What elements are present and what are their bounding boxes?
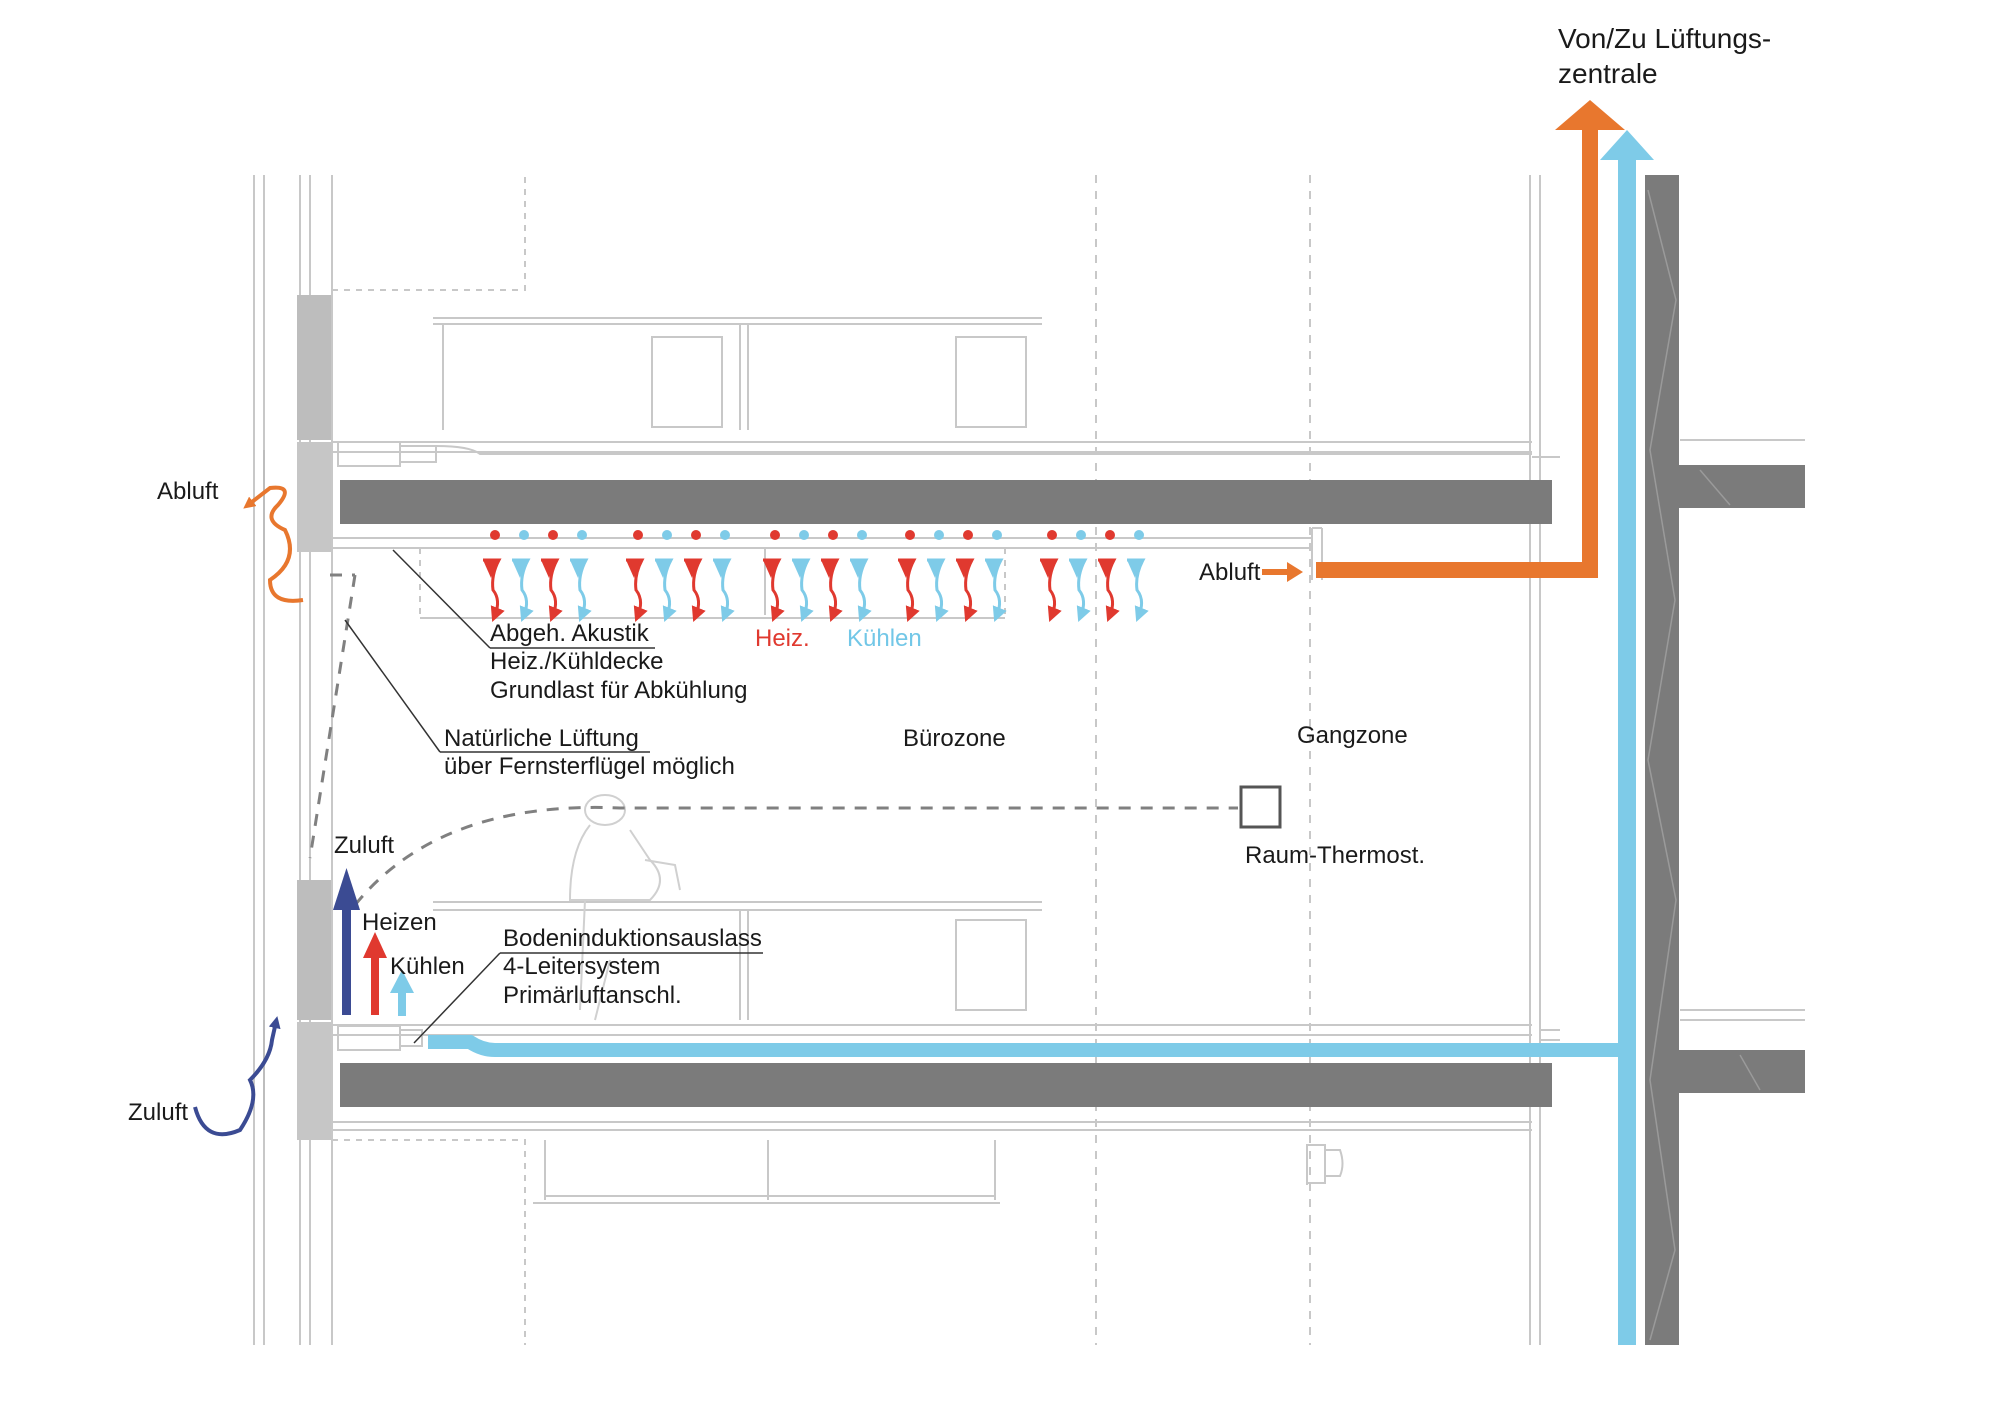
emitter-dot (519, 530, 529, 540)
facade (263, 295, 331, 1140)
emitter-arrow-head (655, 560, 671, 578)
exhaust-duct (1316, 100, 1625, 578)
label-floor-2: 4-Leitersystem (503, 953, 660, 980)
label-top-right-2: zentrale (1558, 58, 1658, 89)
emitter-arrow-head (1069, 560, 1085, 578)
emitter-arrow-head (1127, 560, 1143, 578)
square-icon (1239, 785, 1282, 829)
emitter-arrow-head (985, 560, 1001, 578)
abluft-intake-arrow (1262, 562, 1303, 582)
control-lines (308, 573, 1238, 906)
label-floor-3: Primärluftanschl. (503, 982, 682, 1009)
label-kuehlen-ceiling: Kühlen (847, 625, 922, 652)
floor-induction-arrows (333, 868, 414, 1016)
emitter-dot (934, 530, 944, 540)
emitter-arrow-head (763, 560, 779, 578)
emitter-dot (720, 530, 730, 540)
label-top-right-1: Von/Zu Lüftungs- (1558, 23, 1771, 54)
emitter-arrow-head (1040, 560, 1056, 578)
person-silhouette-icon (568, 794, 681, 1021)
label-ceiling-1: Abgeh. Akustik (490, 620, 650, 647)
floor-slabs (340, 175, 1805, 1345)
emitter-dot (691, 530, 701, 540)
emitter-dot (548, 530, 558, 540)
label-kuehlen-floor: Kühlen (390, 953, 465, 980)
emitter-dot (662, 530, 672, 540)
exhaust-up-arrow (1555, 100, 1625, 130)
emitter-dot (992, 530, 1002, 540)
emitter-arrow-head (1098, 560, 1114, 578)
label-zuluft-top: Zuluft (334, 832, 394, 859)
emitter-dot (633, 530, 643, 540)
emitter-arrow-head (898, 560, 914, 578)
label-natural-2: über Fernsterflügel möglich (444, 753, 735, 780)
upper-slab (340, 480, 1552, 524)
emitter-arrow-head (541, 560, 557, 578)
label-buerozone: Bürozone (903, 725, 1006, 752)
emitter-arrow-head (927, 560, 943, 578)
emitter-arrow-head (684, 560, 700, 578)
emitter-dot (770, 530, 780, 540)
core-column (1645, 175, 1679, 1345)
emitter-dot (857, 530, 867, 540)
emitter-arrow-head (713, 560, 729, 578)
label-natural-1: Natürliche Lüftung (444, 725, 639, 752)
ceiling-emitters (483, 530, 1149, 622)
emitter-dot (799, 530, 809, 540)
label-thermostat: Raum-Thermost. (1245, 842, 1425, 869)
emitter-arrow-head (570, 560, 586, 578)
emitter-arrow-head (483, 560, 499, 578)
label-heiz: Heiz. (755, 625, 810, 652)
supply-duct (428, 130, 1654, 1345)
label-ceiling-2: Heiz./Kühldecke (490, 648, 663, 675)
label-ceiling-3: Grundlast für Abkühlung (490, 677, 748, 704)
label-abluft-left: Abluft (157, 478, 219, 505)
emitter-dot (1076, 530, 1086, 540)
emitter-dot (1105, 530, 1115, 540)
labels: Von/Zu Lüftungs- zentrale Abluft Abluft … (128, 23, 1771, 1126)
emitter-dot (963, 530, 973, 540)
emitter-dot (577, 530, 587, 540)
leader-lines (344, 549, 763, 1044)
emitter-arrow-head (626, 560, 642, 578)
emitter-dot (828, 530, 838, 540)
emitter-dot (905, 530, 915, 540)
label-heizen: Heizen (362, 909, 437, 936)
emitter-dot (490, 530, 500, 540)
abluft-swirl-icon (243, 485, 304, 603)
emitter-dot (1134, 530, 1144, 540)
supply-up-arrow (1600, 130, 1654, 160)
emitter-arrow-head (821, 560, 837, 578)
label-gangzone: Gangzone (1297, 722, 1408, 749)
emitter-arrow-head (956, 560, 972, 578)
emitter-dot (1047, 530, 1057, 540)
label-zuluft-bottom: Zuluft (128, 1099, 188, 1126)
zuluft-swirl-icon (193, 1016, 281, 1137)
lower-slab (340, 1063, 1552, 1107)
label-abluft-right: Abluft (1199, 559, 1261, 586)
emitter-arrow-head (850, 560, 866, 578)
emitter-arrow-head (792, 560, 808, 578)
label-floor-1: Bodeninduktionsauslass (503, 925, 762, 952)
emitter-arrow-head (512, 560, 528, 578)
